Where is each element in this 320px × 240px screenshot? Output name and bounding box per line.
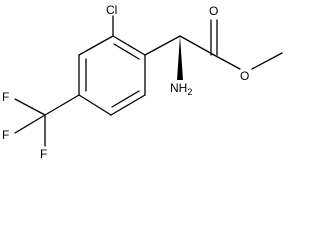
trifluoromethyl-group: F F F: [2, 90, 80, 161]
ester-oxygen-label: O: [240, 69, 249, 83]
methyl-ester-group: O O: [209, 4, 283, 83]
bond-c-f2: [14, 114, 46, 134]
bond-ester-oxygen-methyl: [251, 52, 283, 70]
bond-ring-cf3: [44, 94, 80, 116]
chlorine-label: Cl: [106, 3, 117, 17]
ring-bond-c4-c5: [78, 94, 112, 116]
bond-c-f1: [14, 98, 46, 116]
fluorine-label-1: F: [2, 90, 9, 104]
bond-ring-alpha-carbon: [144, 35, 181, 56]
amine-label: NH2: [170, 81, 192, 97]
molecule-drawing: Cl F F F NH2 O O: [2, 3, 283, 161]
stereo-wedge-bond: [177, 36, 183, 80]
carbonyl-oxygen-label: O: [209, 4, 218, 18]
bond-alpha-carbonyl: [179, 35, 215, 56]
ring-double-bond-inner-2: [111, 90, 140, 108]
fluorine-label-2: F: [2, 128, 9, 142]
bond-carbonyl-ester-oxygen: [213, 54, 241, 70]
structure-canvas: Cl F F F NH2 O O: [2, 3, 283, 161]
benzene-ring: [78, 35, 146, 116]
ring-bond-c3-c4: [110, 94, 146, 116]
ring-double-bond-inner-1: [113, 43, 140, 60]
ring-bond-c1-c2: [112, 35, 146, 56]
ring-bond-c6-c1: [78, 35, 114, 56]
fluorine-label-3: F: [40, 147, 47, 161]
